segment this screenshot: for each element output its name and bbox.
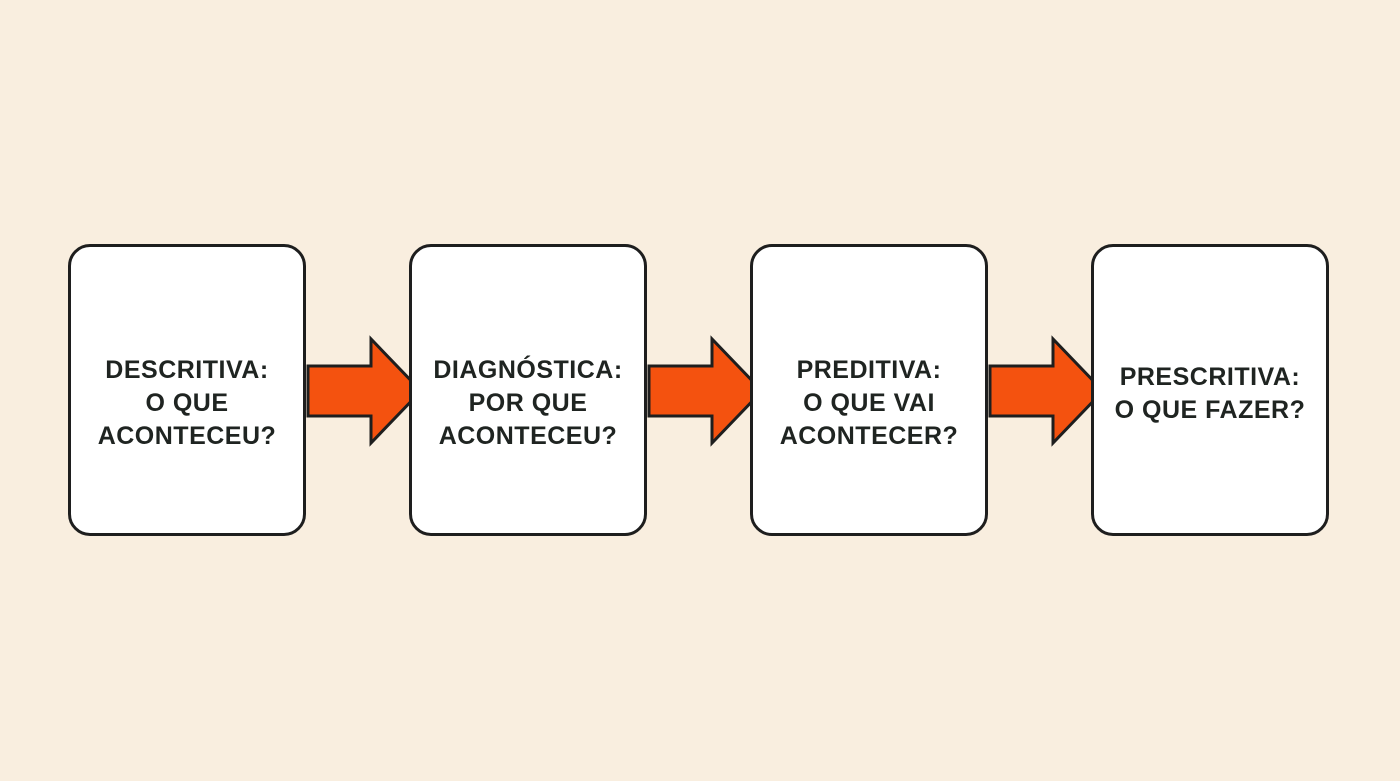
right-arrow-icon bbox=[306, 335, 424, 447]
stage-label: PREDITIVA: O QUE VAI ACONTECER? bbox=[780, 354, 959, 453]
stage-label: DIAGNÓSTICA: POR QUE ACONTECEU? bbox=[433, 354, 622, 453]
right-arrow-icon bbox=[988, 335, 1106, 447]
stage-label-line: PRESCRITIVA: bbox=[1119, 363, 1301, 391]
stage-label-line: ACONTECEU? bbox=[97, 421, 277, 450]
stage-box-descritiva: DESCRITIVA: O QUE ACONTECEU? bbox=[68, 244, 306, 536]
stage-label-line: POR QUE bbox=[468, 388, 588, 417]
stage-label-line: ACONTECER? bbox=[779, 421, 959, 450]
stage-label-line: O QUE VAI bbox=[803, 388, 935, 417]
stage-label-line: DESCRITIVA: bbox=[105, 355, 269, 384]
stage-label-line: O QUE FAZER? bbox=[1114, 396, 1306, 424]
stage-label: PRESCRITIVA: O QUE FAZER? bbox=[1115, 361, 1306, 427]
stage-label-line: PREDITIVA: bbox=[796, 355, 942, 384]
stage-box-preditiva: PREDITIVA: O QUE VAI ACONTECER? bbox=[750, 244, 988, 536]
stage-label-line: ACONTECEU? bbox=[438, 421, 618, 450]
right-arrow-icon bbox=[647, 335, 765, 447]
stage-label-line: DIAGNÓSTICA: bbox=[433, 355, 623, 384]
stage-box-prescritiva: PRESCRITIVA: O QUE FAZER? bbox=[1091, 244, 1329, 536]
stage-box-diagnostica: DIAGNÓSTICA: POR QUE ACONTECEU? bbox=[409, 244, 647, 536]
stage-label-line: O QUE bbox=[145, 388, 229, 417]
stage-label: DESCRITIVA: O QUE ACONTECEU? bbox=[98, 354, 277, 453]
